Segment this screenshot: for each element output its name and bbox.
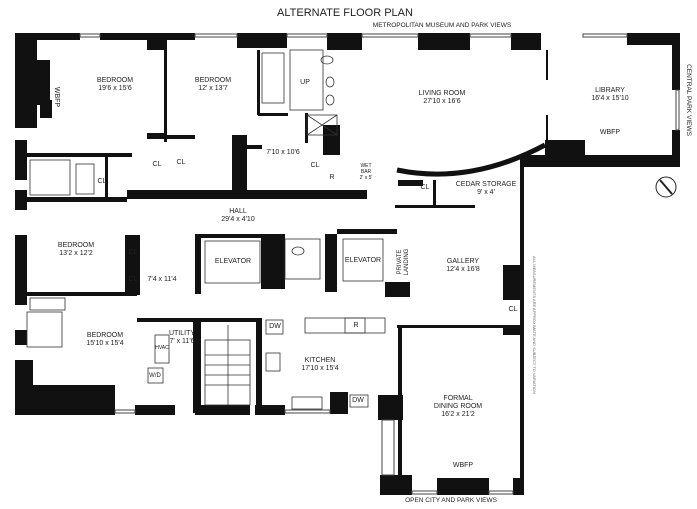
closet-label: CL xyxy=(152,161,162,168)
room-name: HALL xyxy=(229,208,247,215)
room-name: KITCHEN xyxy=(304,357,336,364)
elevator-car-icon xyxy=(204,240,261,284)
room-dim: 7' x 11'6 xyxy=(169,338,195,345)
view-label-right: CENTRAL PARK VIEWS xyxy=(685,64,692,136)
room-foyer: 7'4 x 11'4 xyxy=(147,276,177,283)
room-dim: 9' x 4' xyxy=(477,189,495,196)
view-label-top: METROPOLITAN MUSEUM AND PARK VIEWS xyxy=(372,22,512,29)
room-dim: 16'4 x 15'10 xyxy=(591,95,629,102)
room-dim: 15'10 x 15'4 xyxy=(86,340,124,347)
closet-label: CL xyxy=(420,184,430,191)
windows xyxy=(79,33,680,495)
view-label-bottom: OPEN CITY AND PARK VIEWS xyxy=(405,497,497,504)
toilet-icon xyxy=(291,246,305,256)
sink-icon xyxy=(325,76,335,88)
elevator-label: ELEVATOR xyxy=(214,258,252,265)
closet-label: CL xyxy=(310,162,320,169)
toilet-icon xyxy=(320,55,334,65)
elevator-label: ELEVATOR xyxy=(344,257,382,264)
room-dim: 29'4 x 4'10 xyxy=(221,216,255,223)
wbfp-label: WBFP xyxy=(452,462,474,469)
room-dim: 19'6 x 15'6 xyxy=(98,85,132,92)
plan-title: ALTERNATE FLOOR PLAN xyxy=(277,7,413,19)
room-dim: 16'2 x 21'2 xyxy=(441,411,475,418)
closet-label: CL xyxy=(97,178,107,185)
closet-label: CL xyxy=(176,159,186,166)
room-name: WET xyxy=(360,163,372,169)
stairs-icon xyxy=(204,339,251,406)
room-name: BEDROOM xyxy=(57,242,95,249)
room-name: BAR xyxy=(360,169,372,175)
room-name: GALLERY xyxy=(446,258,480,265)
room-name: DINING ROOM xyxy=(433,403,483,410)
up-label: UP xyxy=(300,79,310,86)
curved-wall xyxy=(396,142,547,177)
room-name: LIBRARY xyxy=(595,87,625,94)
bathtub-icon xyxy=(261,52,285,104)
walls xyxy=(15,33,680,495)
room-name: FORMAL xyxy=(443,395,473,402)
washer-dryer-label: W/D xyxy=(149,373,161,379)
room-dim: 27'10 x 16'6 xyxy=(423,98,461,105)
sink-icon xyxy=(325,94,335,106)
room-dim: 2' x 5' xyxy=(359,175,373,181)
room-dim: 13'2 x 12'2 xyxy=(59,250,93,257)
room-private-landing: PRIVATE LANDING xyxy=(397,248,410,276)
cooktop-icon xyxy=(265,352,281,372)
room-name: UTILITY xyxy=(168,330,196,337)
hvac-label: HVAC xyxy=(155,345,169,351)
closet-label: CL xyxy=(128,276,138,283)
room-name: BEDROOM xyxy=(96,77,134,84)
disclaimer: ALL MEASUREMENTS ARE APPROXIMATE AND SUB… xyxy=(532,256,537,394)
room-name: CEDAR STORAGE xyxy=(455,181,517,188)
refrigerator-label: R xyxy=(329,174,335,181)
closet-label: CL xyxy=(508,306,518,313)
room-dim: 12' x 13'7 xyxy=(198,85,228,92)
wbfp-label: WBFP xyxy=(53,86,60,108)
closet-label: CL xyxy=(128,249,138,256)
bathtub-icon xyxy=(75,163,95,195)
room-dim: 17'10 x 15'4 xyxy=(301,365,339,372)
fixtures xyxy=(26,49,386,410)
dishwasher-label: DW xyxy=(269,323,281,330)
room-dim: 12'4 x 16'8 xyxy=(446,266,480,273)
shower-icon xyxy=(306,114,338,136)
room-dressing: 7'10 x 10'6 xyxy=(266,149,300,156)
bathtub-icon xyxy=(29,297,66,311)
elevator-car-icon xyxy=(342,238,384,282)
room-name: LIVING ROOM xyxy=(418,90,466,97)
wbfp-label: WBFP xyxy=(599,129,621,136)
compass-icon xyxy=(655,176,677,198)
dishwasher-label: DW xyxy=(352,397,364,404)
refrigerator-label: R xyxy=(353,322,359,329)
room-name: BEDROOM xyxy=(86,332,124,339)
room-name: BEDROOM xyxy=(194,77,232,84)
